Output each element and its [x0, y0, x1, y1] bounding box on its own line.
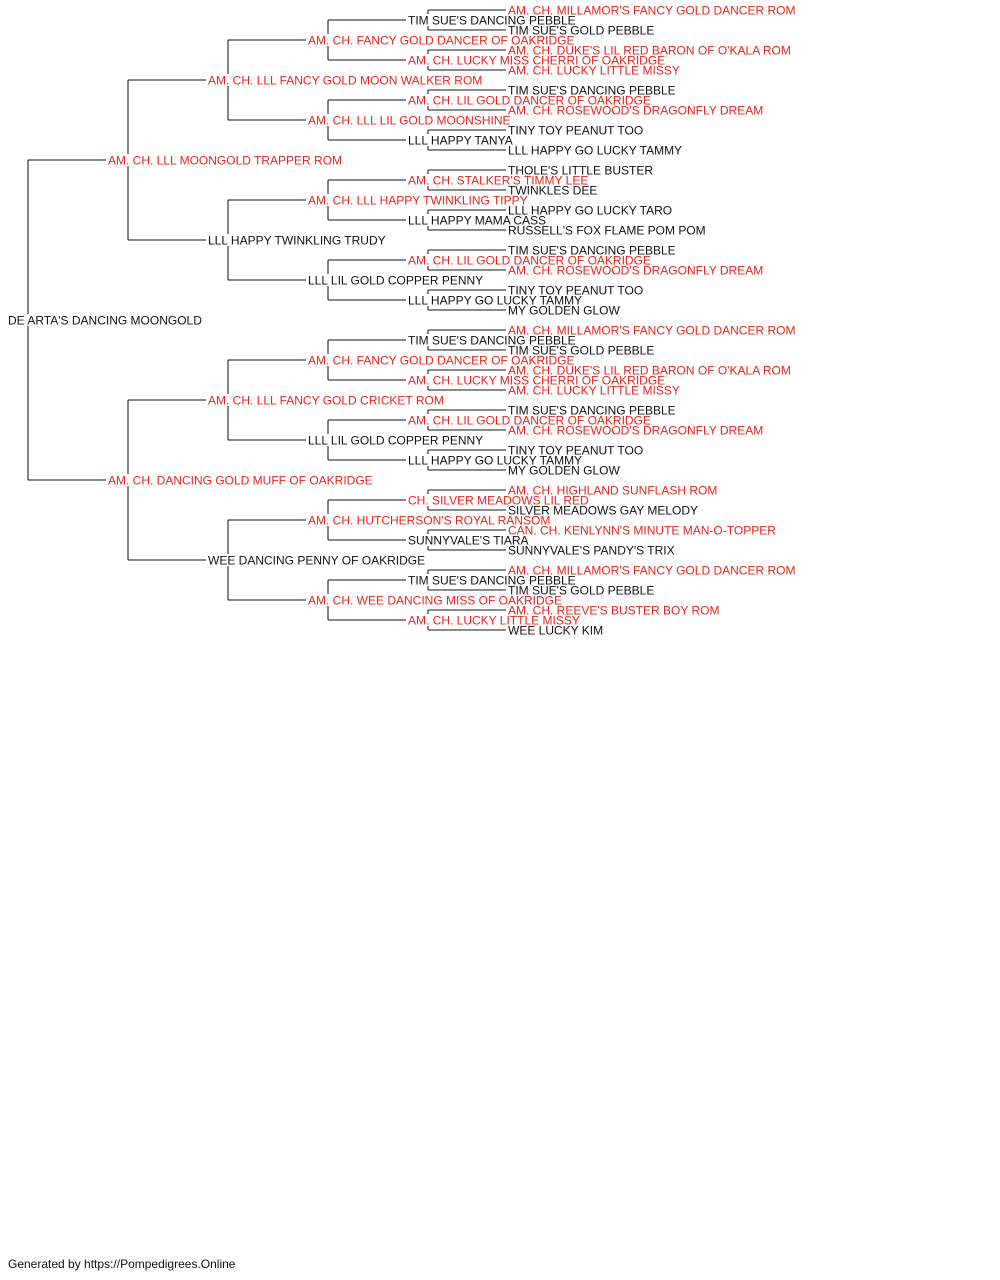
- dog-name-dam-sire-dam-sire: AM. CH. LIL GOLD DANCER OF OAKRIDGE: [408, 413, 651, 427]
- dog-name-dam-dam-sire-dam: SUNNYVALE'S TIARA: [408, 533, 529, 547]
- dog-name-dam-sire-sire: AM. CH. FANCY GOLD DANCER OF OAKRIDGE: [308, 353, 574, 367]
- dog-name-sire-sire-dam-sire: AM. CH. LIL GOLD DANCER OF OAKRIDGE: [408, 93, 651, 107]
- dog-name-sire-dam-dam-sire: AM. CH. LIL GOLD DANCER OF OAKRIDGE: [408, 253, 651, 267]
- dog-name-dam-dam-sire-sire-dam: SILVER MEADOWS GAY MELODY: [508, 503, 698, 517]
- dog-name-sire-sire-sire: AM. CH. FANCY GOLD DANCER OF OAKRIDGE: [308, 33, 574, 47]
- dog-name-sire-sire-sire-sire-sire: AM. CH. MILLAMOR'S FANCY GOLD DANCER ROM: [508, 3, 795, 17]
- dog-name-dam-sire-dam-sire-sire: TIM SUE'S DANCING PEBBLE: [508, 403, 676, 417]
- dog-name-sire: AM. CH. LLL MOONGOLD TRAPPER ROM: [108, 153, 342, 167]
- dog-name-dam-dam-dam-dam-sire: AM. CH. REEVE'S BUSTER BOY ROM: [508, 603, 719, 617]
- dog-name-dam-sire-sire-dam-dam: AM. CH. LUCKY LITTLE MISSY: [508, 383, 680, 397]
- dog-name-dam-sire-sire-dam-sire: AM. CH. DUKE'S LIL RED BARON OF O'KALA R…: [508, 363, 791, 377]
- dog-name-sire-dam-dam: LLL LIL GOLD COPPER PENNY: [308, 273, 483, 287]
- dog-name-sire-dam-sire-dam-dam: RUSSELL'S FOX FLAME POM POM: [508, 223, 706, 237]
- dog-name-dam-dam-sire-sire-sire: AM. CH. HIGHLAND SUNFLASH ROM: [508, 483, 717, 497]
- dog-name-dam-dam-dam-sire-dam: TIM SUE'S GOLD PEBBLE: [508, 583, 654, 597]
- dog-name-dam-dam: WEE DANCING PENNY OF OAKRIDGE: [208, 553, 425, 567]
- dog-name-dam-sire-dam-sire-dam: AM. CH. ROSEWOOD'S DRAGONFLY DREAM: [508, 423, 763, 437]
- dog-name-sire-dam-sire-sire: AM. CH. STALKER'S TIMMY LEE: [408, 173, 588, 187]
- dog-name-sire-dam-dam-sire-sire: TIM SUE'S DANCING PEBBLE: [508, 243, 676, 257]
- dog-name-sire-dam-sire-dam-sire: LLL HAPPY GO LUCKY TARO: [508, 203, 672, 217]
- dog-name-dam-dam-sire: AM. CH. HUTCHERSON'S ROYAL RANSOM: [308, 513, 550, 527]
- dog-name-sire-sire-dam-sire-sire: TIM SUE'S DANCING PEBBLE: [508, 83, 676, 97]
- dog-name-dam-sire-sire-sire-sire: AM. CH. MILLAMOR'S FANCY GOLD DANCER ROM: [508, 323, 795, 337]
- dog-name-sire-sire-dam-dam-sire: TINY TOY PEANUT TOO: [508, 123, 643, 137]
- dog-name-dam-dam-dam-dam-dam: WEE LUCKY KIM: [508, 623, 603, 637]
- dog-name-dam-dam-sire-sire: CH. SILVER MEADOWS LIL RED: [408, 493, 589, 507]
- dog-name-sire-dam-sire-sire-sire: THOLE'S LITTLE BUSTER: [508, 163, 653, 177]
- dog-name-sire-dam-dam-sire-dam: AM. CH. ROSEWOOD'S DRAGONFLY DREAM: [508, 263, 763, 277]
- dog-name-dam-dam-dam-dam: AM. CH. LUCKY LITTLE MISSY: [408, 613, 580, 627]
- dog-name-dam-dam-sire-dam-dam: SUNNYVALE'S PANDY'S TRIX: [508, 543, 675, 557]
- dog-name-dam-dam-dam-sire-sire: AM. CH. MILLAMOR'S FANCY GOLD DANCER ROM: [508, 563, 795, 577]
- dog-name-sire-sire-sire-dam-dam: AM. CH. LUCKY LITTLE MISSY: [508, 63, 680, 77]
- dog-name-sire-dam-dam-dam: LLL HAPPY GO LUCKY TAMMY: [408, 293, 582, 307]
- dog-name-dam-sire-dam: LLL LIL GOLD COPPER PENNY: [308, 433, 483, 447]
- dog-name-dam-sire-sire-dam: AM. CH. LUCKY MISS CHERRI OF OAKRIDGE: [408, 373, 665, 387]
- generated-by-footer: Generated by https://Pompedigrees.Online: [8, 1257, 236, 1271]
- dog-name-sire-sire-dam-sire-dam: AM. CH. ROSEWOOD'S DRAGONFLY DREAM: [508, 103, 763, 117]
- dog-name-sire-sire-dam-dam-dam: LLL HAPPY GO LUCKY TAMMY: [508, 143, 682, 157]
- dog-name-sire-sire-dam: AM. CH. LLL LIL GOLD MOONSHINE: [308, 113, 511, 127]
- dog-name-sire-dam-sire-sire-dam: TWINKLES DEE: [508, 183, 597, 197]
- dog-name-sire-dam: LLL HAPPY TWINKLING TRUDY: [208, 233, 386, 247]
- dog-name-sire-sire-sire-dam-sire: AM. CH. DUKE'S LIL RED BARON OF O'KALA R…: [508, 43, 791, 57]
- dog-name-sire-dam-sire-dam: LLL HAPPY MAMA CASS: [408, 213, 546, 227]
- dog-name-dam-sire-dam-dam-sire: TINY TOY PEANUT TOO: [508, 443, 643, 457]
- dog-name-subject: DE ARTA'S DANCING MOONGOLD: [8, 313, 202, 327]
- dog-name-dam-sire-dam-dam: LLL HAPPY GO LUCKY TAMMY: [408, 453, 582, 467]
- dog-name-dam-sire-sire-sire: TIM SUE'S DANCING PEBBLE: [408, 333, 576, 347]
- dog-name-sire-sire-sire-dam: AM. CH. LUCKY MISS CHERRI OF OAKRIDGE: [408, 53, 665, 67]
- dog-name-sire-sire-sire-sire-dam: TIM SUE'S GOLD PEBBLE: [508, 23, 654, 37]
- dog-name-sire-sire-dam-dam: LLL HAPPY TANYA: [408, 133, 513, 147]
- dog-name-sire-dam-dam-dam-sire: TINY TOY PEANUT TOO: [508, 283, 643, 297]
- dog-name-dam-dam-sire-dam-sire: CAN. CH. KENLYNN'S MINUTE MAN-O-TOPPER: [508, 523, 776, 537]
- dog-name-dam-sire: AM. CH. LLL FANCY GOLD CRICKET ROM: [208, 393, 444, 407]
- dog-name-dam-sire-sire-sire-dam: TIM SUE'S GOLD PEBBLE: [508, 343, 654, 357]
- dog-name-dam-sire-dam-dam-dam: MY GOLDEN GLOW: [508, 463, 620, 477]
- dog-name-dam-dam-dam-sire: TIM SUE'S DANCING PEBBLE: [408, 573, 576, 587]
- dog-name-sire-dam-sire: AM. CH. LLL HAPPY TWINKLING TIPPY: [308, 193, 528, 207]
- dog-name-dam: AM. CH. DANCING GOLD MUFF OF OAKRIDGE: [108, 473, 373, 487]
- dog-name-sire-sire-sire-sire: TIM SUE'S DANCING PEBBLE: [408, 13, 576, 27]
- dog-name-sire-dam-dam-dam-dam: MY GOLDEN GLOW: [508, 303, 620, 317]
- dog-name-dam-dam-dam: AM. CH. WEE DANCING MISS OF OAKRIDGE: [308, 593, 562, 607]
- dog-name-sire-sire: AM. CH. LLL FANCY GOLD MOON WALKER ROM: [208, 73, 482, 87]
